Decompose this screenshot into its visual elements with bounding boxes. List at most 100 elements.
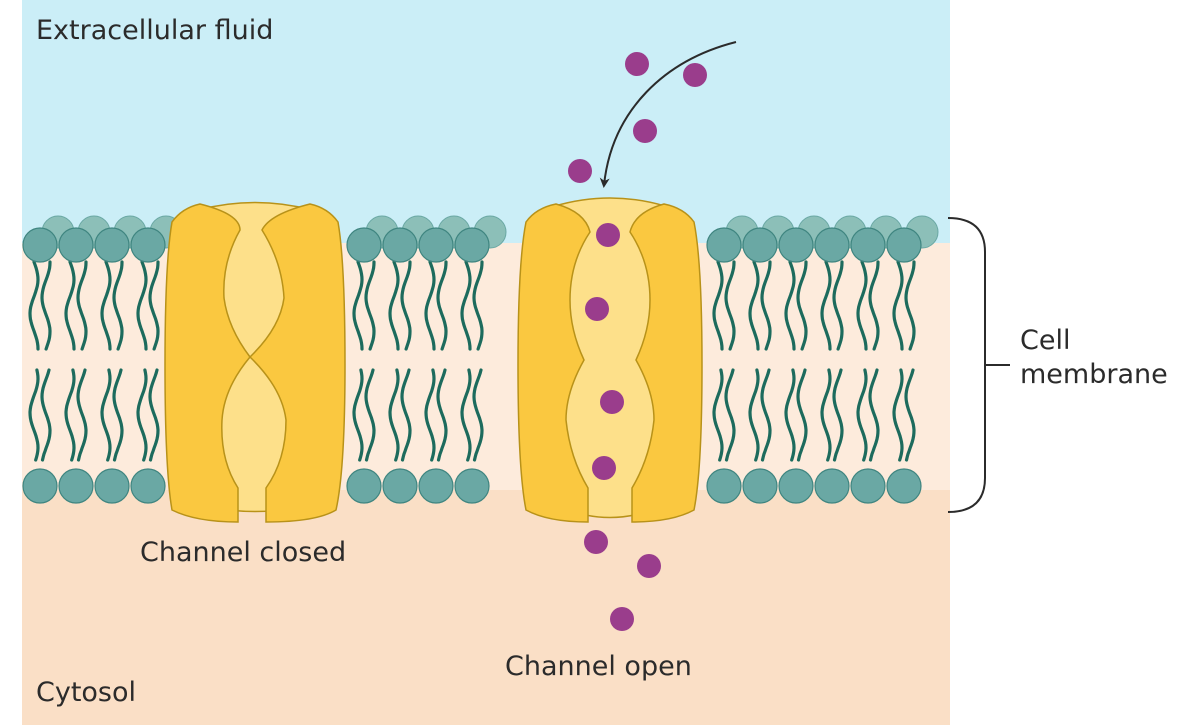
- ion: [584, 530, 608, 554]
- ion: [596, 223, 620, 247]
- lipid-tail: [784, 260, 796, 351]
- extracellular-fluid-label: Extracellular fluid: [36, 15, 274, 46]
- lipid-tail: [904, 368, 916, 462]
- lipid-tail: [760, 368, 772, 462]
- channel-closed-label: Channel closed: [140, 537, 347, 568]
- ion: [568, 159, 592, 183]
- lipid-tail: [364, 260, 376, 351]
- lipid-head-outer: [778, 227, 814, 263]
- bilayer-interior: [22, 243, 950, 490]
- lipid-head-inner: [850, 468, 886, 504]
- open-channel-left-half: [517, 203, 591, 523]
- lipid-tail: [892, 260, 904, 351]
- lipid-tail: [472, 260, 484, 351]
- lipid-tail: [388, 368, 400, 462]
- lipid-tail: [136, 368, 148, 462]
- ion: [633, 119, 657, 143]
- lipid-tail: [868, 368, 880, 462]
- lipid-head-inner: [814, 468, 850, 504]
- lipid-head-outer: [22, 227, 58, 263]
- lipid-tail: [364, 368, 376, 462]
- lipid-tail: [40, 368, 52, 462]
- lipid-tail: [436, 368, 448, 462]
- lipid-tail: [436, 260, 448, 351]
- lipid-tail: [424, 368, 436, 462]
- lipid-tail: [148, 368, 160, 462]
- closed-channel-protein: [164, 201, 346, 523]
- cytosol-label: Cytosol: [36, 677, 137, 708]
- lipid-head-inner: [742, 468, 778, 504]
- lipid-tail: [100, 368, 112, 462]
- lipid-tail: [424, 260, 436, 351]
- lipid-tail: [724, 368, 736, 462]
- lipid-head-outer: [418, 227, 454, 263]
- lipid-tail: [856, 260, 868, 351]
- lipid-head-inner: [778, 468, 814, 504]
- lipid-tail: [76, 368, 88, 462]
- lipid-head-inner: [58, 468, 94, 504]
- lipid-head-outer: [94, 227, 130, 263]
- lipid-tail: [796, 260, 808, 351]
- lipid-tail: [112, 368, 124, 462]
- lipid-head-inner: [706, 468, 742, 504]
- lipid-head-outer: [742, 227, 778, 263]
- lipid-head-outer: [58, 227, 94, 263]
- lipid-tail: [472, 368, 484, 462]
- lipid-tail: [712, 368, 724, 462]
- ion: [592, 456, 616, 480]
- lipid-tail: [400, 368, 412, 462]
- lipid-tail: [748, 260, 760, 351]
- lipid-tail: [868, 260, 880, 351]
- lipid-tail: [76, 260, 88, 351]
- lipid-tail: [460, 368, 472, 462]
- cytosol-region: [22, 490, 950, 725]
- lipid-tail: [100, 260, 112, 351]
- ion: [637, 554, 661, 578]
- lipid-head-outer: [886, 227, 922, 263]
- lipid-head-outer: [706, 227, 742, 263]
- lipid-head-inner: [130, 468, 166, 504]
- ion: [625, 52, 649, 76]
- ion: [610, 607, 634, 631]
- lipid-head-inner: [454, 468, 490, 504]
- lipid-tail: [136, 260, 148, 351]
- lipid-tail: [388, 260, 400, 351]
- lipid-tail: [832, 260, 844, 351]
- cell-membrane-label-line2: membrane: [1020, 359, 1168, 390]
- lipid-head-outer: [382, 227, 418, 263]
- closed-channel-left-half: [164, 203, 251, 523]
- open-channel-protein: [517, 197, 703, 523]
- lipid-head-outer: [346, 227, 382, 263]
- lipid-tail: [112, 260, 124, 351]
- lipid-head-outer: [850, 227, 886, 263]
- lipid-tail: [748, 368, 760, 462]
- lipid-head-inner: [94, 468, 130, 504]
- lipid-tail: [904, 260, 916, 351]
- lipid-tail: [796, 368, 808, 462]
- lipid-head-inner: [346, 468, 382, 504]
- lipid-tail: [712, 260, 724, 351]
- lipid-head-inner: [22, 468, 58, 504]
- lipid-head-inner: [382, 468, 418, 504]
- lipid-tail: [352, 260, 364, 351]
- open-channel-right-half: [629, 203, 703, 523]
- lipid-tail: [832, 368, 844, 462]
- lipid-tail: [460, 260, 472, 351]
- lipid-tail: [892, 368, 904, 462]
- ion: [683, 63, 707, 87]
- lipid-tail: [784, 368, 796, 462]
- lipid-tail: [64, 260, 76, 351]
- membrane-bracket: [947, 217, 1010, 513]
- lipid-head-outer: [130, 227, 166, 263]
- cell-membrane-label: Cell membrane: [1020, 324, 1168, 392]
- lipid-tail: [148, 260, 160, 351]
- lipid-tail: [352, 368, 364, 462]
- closed-channel-right-half: [248, 203, 346, 523]
- lipid-heads: [22, 227, 922, 504]
- lipid-tail: [28, 260, 40, 351]
- ions: [568, 52, 707, 631]
- lipid-tail: [820, 368, 832, 462]
- lipid-head-inner: [418, 468, 454, 504]
- lipid-tail: [760, 260, 772, 351]
